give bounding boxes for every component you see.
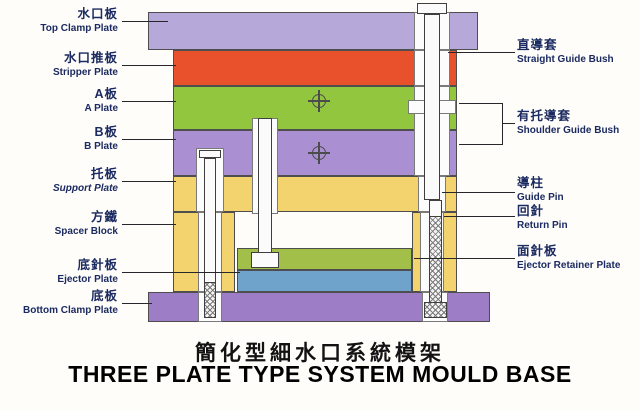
stripper-plate-shape (173, 50, 457, 86)
label-bottom-clamp-plate-en: Bottom Clamp Plate (22, 304, 118, 316)
label-ejector-retainer-plate-en: Ejector Retainer Plate (517, 259, 621, 271)
center-mark-icon (308, 142, 330, 164)
label-shoulder-guide-bush-zh: 有托導套 (517, 109, 572, 123)
leader-line-b-plate (122, 139, 176, 140)
label-support-plate-en: Support Plate (52, 182, 118, 194)
leader-line-shoulder-bush (502, 123, 515, 124)
title-english: THREE PLATE TYPE SYSTEM MOULD BASE (68, 361, 572, 387)
label-straight-guide-bush: 直導套 Straight Guide Bush (517, 38, 639, 66)
return-pin-hatch (429, 216, 442, 304)
label-spacer-block-zh: 方鐵 (90, 210, 118, 224)
leader-bracket-shoulder-bush (502, 103, 503, 145)
label-a-plate-en: A Plate (84, 102, 118, 114)
leader-line-ejector-plate (122, 272, 240, 273)
label-b-plate-zh: B板 (94, 125, 118, 139)
label-shoulder-guide-bush-en: Shoulder Guide Bush (517, 124, 620, 136)
label-a-plate: A板 A Plate (0, 87, 118, 115)
leader-line-a-plate (122, 101, 176, 102)
label-bottom-clamp-plate: 底板 Bottom Clamp Plate (0, 289, 118, 317)
label-support-plate: 托板 Support Plate (0, 167, 118, 195)
label-stripper-plate-zh: 水口推板 (63, 51, 118, 65)
label-stripper-plate: 水口推板 Stripper Plate (0, 51, 118, 79)
ejector-plate-shape (237, 270, 412, 292)
label-ejector-retainer-plate-zh: 面針板 (517, 244, 558, 258)
label-straight-guide-bush-zh: 直導套 (517, 38, 558, 52)
leader-line-top-clamp (122, 21, 168, 22)
leader-line-return-pin (444, 216, 515, 217)
label-ejector-plate: 底針板 Ejector Plate (0, 258, 118, 286)
label-ejector-retainer-plate: 面針板 Ejector Retainer Plate (517, 244, 639, 272)
leader-line-support (122, 181, 176, 182)
label-guide-pin-en: Guide Pin (517, 191, 564, 203)
guide-pin-shaft (424, 14, 440, 200)
center-rod-shaft (258, 118, 272, 254)
leader-line-bottom-clamp (122, 303, 152, 304)
label-support-plate-zh: 托板 (90, 167, 118, 181)
label-top-clamp-plate: 水口板 Top Clamp Plate (0, 7, 118, 35)
label-guide-pin-zh: 導柱 (517, 176, 545, 190)
label-spacer-block-en: Spacer Block (54, 225, 118, 237)
label-bottom-clamp-plate-zh: 底板 (90, 289, 118, 303)
guide-pin-cap (417, 3, 447, 14)
label-ejector-plate-en: Ejector Plate (57, 273, 118, 285)
leader-line-straight-bush (448, 52, 515, 53)
label-straight-guide-bush-en: Straight Guide Bush (517, 53, 614, 65)
label-return-pin-zh: 回針 (517, 204, 545, 218)
stop-pin-hatch (204, 282, 216, 318)
label-stripper-plate-en: Stripper Plate (52, 66, 118, 78)
label-top-clamp-plate-zh: 水口板 (77, 7, 118, 21)
label-guide-pin: 導柱 Guide Pin (517, 176, 639, 204)
center-mark-icon (308, 90, 330, 112)
leader-line-shoulder-bush-bottom (459, 144, 502, 145)
label-top-clamp-plate-en: Top Clamp Plate (40, 22, 118, 34)
label-ejector-plate-zh: 底針板 (77, 258, 118, 272)
label-return-pin-en: Return Pin (517, 219, 568, 231)
title-chinese: 簡化型細水口系統模架 (195, 342, 445, 365)
leader-line-shoulder-bush-top (459, 103, 502, 104)
leader-line-stripper (122, 65, 176, 66)
label-spacer-block: 方鐵 Spacer Block (0, 210, 118, 238)
center-rod-flange (251, 252, 279, 268)
leader-line-retainer-plate (414, 258, 515, 259)
label-b-plate-en: B Plate (84, 140, 118, 152)
label-return-pin: 回針 Return Pin (517, 204, 639, 232)
label-shoulder-guide-bush: 有托導套 Shoulder Guide Bush (517, 109, 639, 137)
ejector-retainer-plate-shape (237, 248, 412, 270)
return-pin-base (424, 302, 447, 318)
label-b-plate: B板 B Plate (0, 125, 118, 153)
label-a-plate-zh: A板 (94, 87, 118, 101)
leader-line-guide-pin (442, 192, 515, 193)
leader-line-spacer (122, 224, 176, 225)
stop-pin-head (199, 150, 221, 158)
